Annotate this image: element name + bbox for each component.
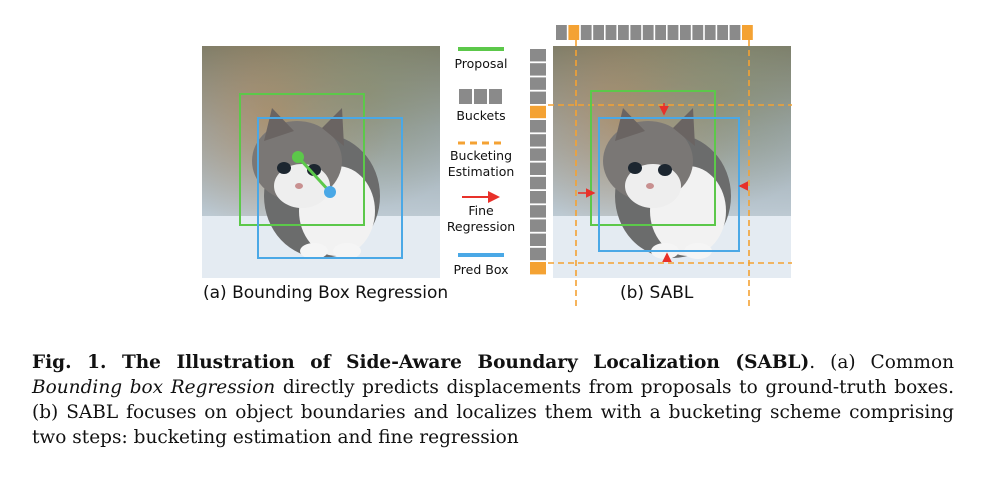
proposal-center-dot <box>292 151 304 163</box>
bucket-cell <box>530 105 546 119</box>
bucket-cell <box>530 49 546 62</box>
legend-bucket-swatch <box>459 89 472 104</box>
bucket-cell <box>729 25 741 40</box>
bucket-cell <box>530 262 546 275</box>
legend-bucketing-label-1: Bucketing <box>449 148 513 163</box>
bucket-cell <box>556 25 567 40</box>
panel-b <box>530 25 792 310</box>
legend-buckets-label: Buckets <box>456 108 506 123</box>
bucket-cell <box>580 25 592 40</box>
bucket-cell <box>568 25 580 40</box>
bucket-cell <box>530 191 546 204</box>
figure-caption: Fig. 1. The Illustration of Side-Aware B… <box>32 350 954 450</box>
bucket-cell <box>680 25 691 40</box>
bucket-cell <box>605 25 617 40</box>
bucket-cell <box>593 25 604 40</box>
displacement-line <box>296 155 332 194</box>
caption-heading: Fig. 1. The Illustration of Side-Aware B… <box>32 352 810 373</box>
bucket-cell <box>618 25 629 40</box>
legend-bucket-swatch <box>474 89 487 104</box>
subfigure-b-label: (b) SABL <box>620 283 694 303</box>
top-bucket-row <box>556 25 753 40</box>
figure-canvas <box>202 25 792 310</box>
bucket-cell <box>530 77 546 90</box>
bucket-cell <box>692 25 704 40</box>
legend <box>458 47 504 257</box>
caption-text-2: directly predicts displacements from pro… <box>32 377 954 448</box>
proposal-box-b <box>590 90 716 226</box>
kitten-image-b <box>553 46 791 278</box>
caption-text-1: . (a) Common <box>809 352 954 373</box>
pred-box-a <box>257 117 403 259</box>
bucket-cell <box>530 148 546 161</box>
legend-pred-box-label: Pred Box <box>453 262 509 277</box>
pred-center-dot <box>324 186 336 198</box>
proposal-box-a <box>239 93 365 226</box>
subfigure-a-label: (a) Bounding Box Regression <box>203 283 449 303</box>
bucket-cell <box>530 162 546 175</box>
bucket-cell <box>530 120 546 133</box>
bucket-cell <box>530 176 546 190</box>
bucket-cell <box>530 134 546 147</box>
kitten-image-a <box>202 46 440 278</box>
bucket-cell <box>742 25 753 40</box>
bucket-cell <box>530 63 546 76</box>
bucket-cell <box>530 91 546 104</box>
bucket-cell <box>530 205 546 218</box>
legend-bucketing-label-2: Estimation <box>447 164 515 179</box>
bucket-cell <box>642 25 654 40</box>
bucket-cell <box>530 219 546 232</box>
legend-bucket-swatch <box>489 89 502 104</box>
caption-italic: Bounding box Regression <box>32 377 276 398</box>
bucket-cell <box>530 233 546 246</box>
panel-a <box>202 46 440 278</box>
bucket-cell <box>667 25 679 40</box>
legend-fine-label-2: Regression <box>446 219 516 234</box>
left-bucket-column <box>530 49 546 275</box>
bucket-cell <box>630 25 642 40</box>
bucket-cell <box>704 25 716 40</box>
legend-fine-label-1: Fine <box>468 203 494 218</box>
bucket-cell <box>655 25 666 40</box>
bucket-cell <box>530 247 546 261</box>
bucket-cell <box>717 25 728 40</box>
legend-proposal-label: Proposal <box>454 56 508 71</box>
